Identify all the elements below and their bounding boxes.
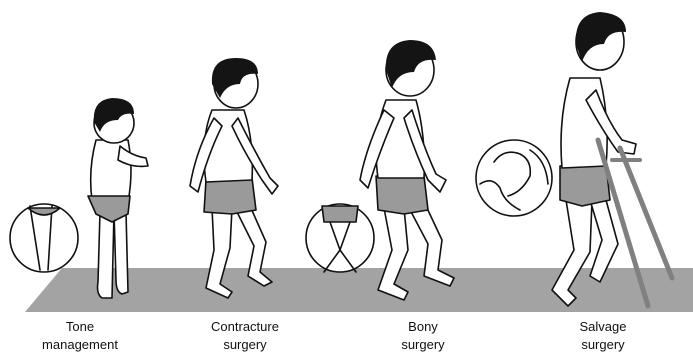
label-line1: Bony (348, 318, 498, 336)
label-line1: Contracture (170, 318, 320, 336)
label-line2: management (5, 336, 155, 354)
label-salvage-surgery: Salvage surgery (528, 318, 678, 354)
label-tone-management: Tone management (5, 318, 155, 354)
label-line2: surgery (528, 336, 678, 354)
child-figure-2 (190, 58, 278, 298)
label-contracture-surgery: Contracture surgery (170, 318, 320, 354)
child-figure-3 (306, 40, 454, 300)
label-line2: surgery (170, 336, 320, 354)
label-bony-surgery: Bony surgery (348, 318, 498, 354)
inset-hip-circle (476, 140, 552, 216)
crutch-right (620, 148, 672, 278)
label-line2: surgery (348, 336, 498, 354)
child-figure-4 (476, 12, 672, 306)
label-line1: Salvage (528, 318, 678, 336)
label-line1: Tone (5, 318, 155, 336)
